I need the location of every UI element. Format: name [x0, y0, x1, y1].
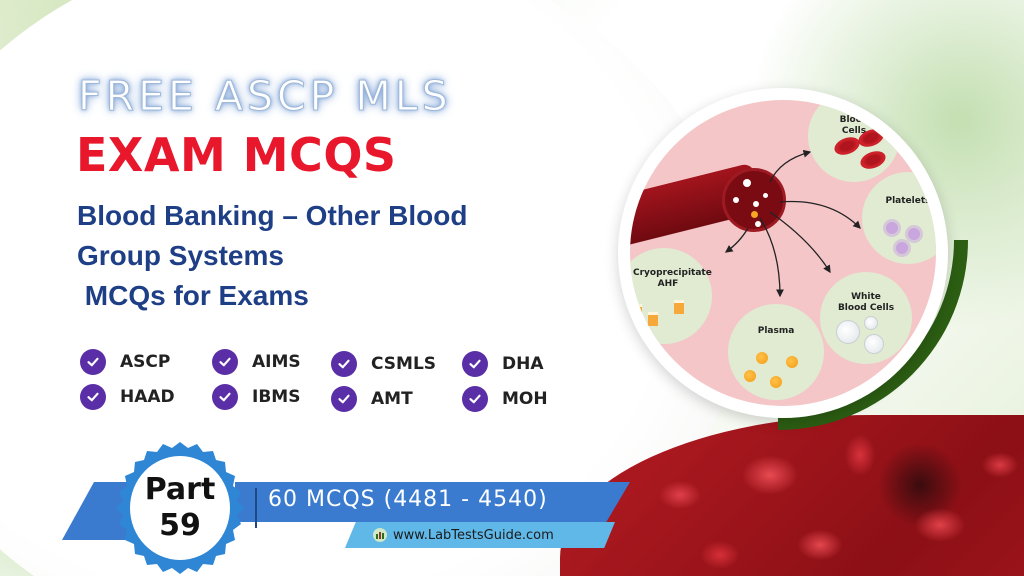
org-label: DHA: [502, 354, 544, 374]
org-item-csmls: CSMLS: [331, 351, 436, 377]
check-circle-icon: [462, 386, 488, 412]
org-item-dha: DHA: [462, 351, 544, 377]
check-circle-icon: [331, 351, 357, 377]
subtitle-line-3: MCQs for Exams: [77, 280, 309, 311]
part-badge-inner: Part 59: [130, 456, 230, 560]
org-item-ascp: ASCP: [80, 349, 170, 375]
headline-exam-mcqs: EXAM MCQS: [76, 128, 397, 182]
org-label: MOH: [502, 389, 548, 409]
mcq-count-ribbon: [235, 482, 630, 522]
website-url[interactable]: www.LabTestsGuide.com: [393, 527, 554, 543]
headline-free-ascp-mls: FREE ASCP MLS: [78, 72, 452, 121]
check-circle-icon: [212, 384, 238, 410]
org-label: IBMS: [252, 387, 301, 407]
org-label: ASCP: [120, 352, 171, 372]
organizations-checklist: ASCP HAAD AIMS IBMS CSMLS AMT DHA MOH: [78, 345, 578, 415]
check-circle-icon: [462, 351, 488, 377]
blood-vessel-cross-section: [722, 168, 786, 232]
org-item-amt: AMT: [331, 386, 413, 412]
platelets-label: Platelets: [885, 196, 931, 206]
check-circle-icon: [80, 384, 106, 410]
cryo-label: Cryoprecipitate AHF: [633, 268, 712, 289]
wbc-label: White Blood Cells: [837, 292, 895, 313]
check-circle-icon: [80, 349, 106, 375]
rbc-component: Red Blood Cells: [808, 100, 900, 182]
arrows: [724, 149, 861, 298]
org-label: CSMLS: [371, 354, 437, 374]
labtestsguide-logo-icon: [373, 528, 387, 542]
website-url-bar[interactable]: www.LabTestsGuide.com: [345, 522, 615, 548]
part-badge: Part 59: [110, 440, 250, 576]
org-item-moh: MOH: [462, 386, 548, 412]
plasma-component: Plasma: [728, 304, 824, 400]
cryo-component: Cryoprecipitate AHF: [630, 248, 712, 344]
check-circle-icon: [212, 349, 238, 375]
subtitle-line-2: Group Systems: [77, 240, 284, 271]
org-label: AMT: [371, 389, 413, 409]
org-item-aims: AIMS: [212, 349, 301, 375]
org-item-ibms: IBMS: [212, 384, 300, 410]
org-item-haad: HAAD: [80, 384, 175, 410]
org-label: AIMS: [252, 352, 301, 372]
org-label: HAAD: [120, 387, 175, 407]
topic-subtitle: Blood Banking – Other Blood Group System…: [77, 196, 467, 316]
ribbon-divider: [255, 488, 257, 528]
part-label: Part: [144, 472, 216, 507]
subtitle-line-1: Blood Banking – Other Blood: [77, 200, 468, 231]
check-circle-icon: [331, 386, 357, 412]
mcq-count-text: 60 MCQS (4481 - 4540): [268, 487, 548, 512]
rbc-label: Red Blood Cells: [839, 104, 869, 136]
wbc-component: White Blood Cells: [820, 272, 912, 364]
illustration-background: Red Blood Cells Platelets White Blood Ce…: [630, 100, 936, 406]
part-number: 59: [159, 508, 201, 543]
blood-components-illustration: Red Blood Cells Platelets White Blood Ce…: [618, 88, 948, 418]
plasma-label: Plasma: [757, 326, 795, 336]
platelets-component: Platelets: [862, 172, 936, 264]
